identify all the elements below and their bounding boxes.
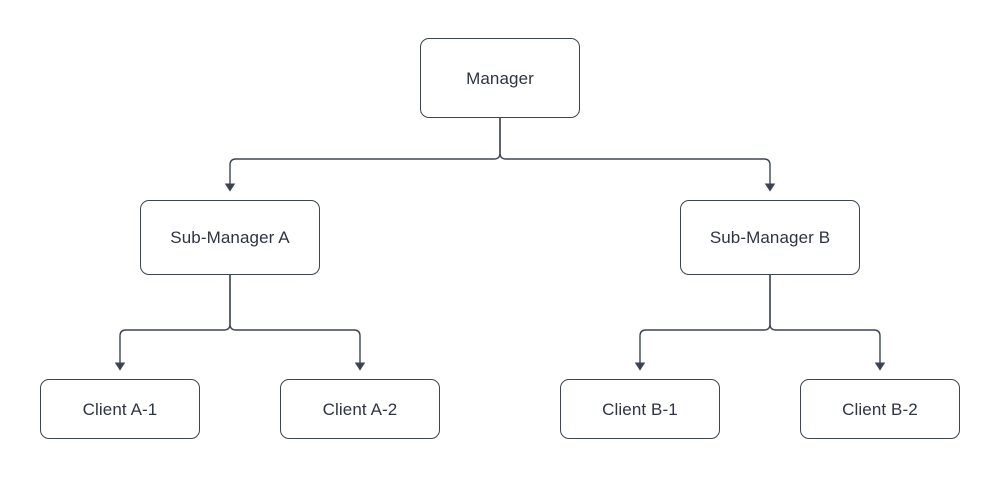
node-client-b2-label: Client B-2 xyxy=(842,399,918,419)
node-client-b2[interactable]: Client B-2 xyxy=(800,379,960,439)
edge-submanager-a-to-client-a2 xyxy=(229,275,366,371)
node-client-a1[interactable]: Client A-1 xyxy=(40,379,200,439)
node-client-b1-label: Client B-1 xyxy=(602,399,678,419)
edge-submanager-a-to-client-a1 xyxy=(114,275,231,371)
node-client-a2[interactable]: Client A-2 xyxy=(280,379,440,439)
node-submanager-a-label: Sub-Manager A xyxy=(170,228,290,247)
edge-manager-to-submanager-a xyxy=(224,118,501,192)
node-manager-label: Manager xyxy=(466,68,534,88)
node-client-a1-label: Client A-1 xyxy=(82,399,158,419)
node-submanager-a[interactable]: Sub-Manager A xyxy=(140,200,320,275)
node-manager[interactable]: Manager xyxy=(420,38,580,118)
node-submanager-b[interactable]: Sub-Manager B xyxy=(680,200,860,275)
node-client-b1[interactable]: Client B-1 xyxy=(560,379,720,439)
node-client-a2-label: Client A-2 xyxy=(322,399,398,419)
edge-submanager-b-to-client-b2 xyxy=(769,275,886,371)
edge-manager-to-submanager-b xyxy=(499,118,776,192)
node-submanager-b-label: Sub-Manager B xyxy=(709,228,831,247)
edge-submanager-b-to-client-b1 xyxy=(634,275,771,371)
